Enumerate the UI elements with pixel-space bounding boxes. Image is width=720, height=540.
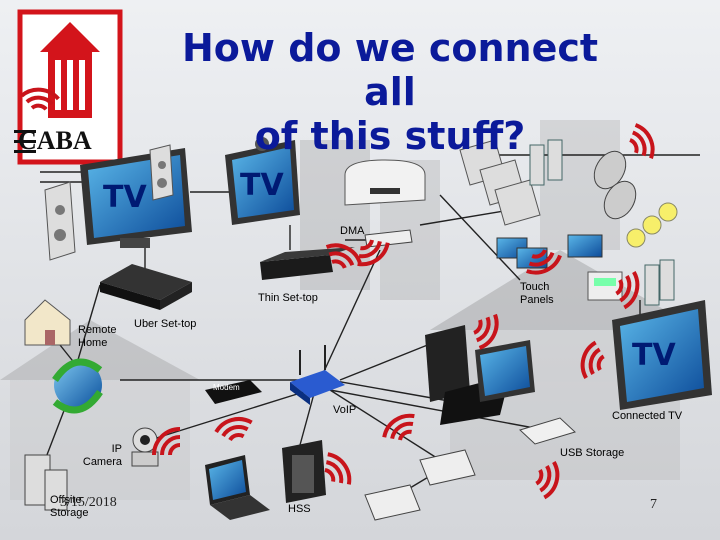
slide-date: 3/15/2018 [60, 495, 117, 510]
dma-label: DMA [340, 225, 365, 237]
thin-settop-label: Thin Set-top [258, 292, 318, 304]
thermostat-icon [587, 271, 623, 301]
speaker-left-icon [44, 181, 76, 261]
touch-panels-label: Touch Panels [520, 281, 554, 307]
slide-title: How do we connect all of this stuff? [150, 26, 630, 158]
thin-settop-icon [260, 247, 355, 280]
offsite-storage-label-line1: Offsite [50, 494, 82, 506]
remote-home-label-line2: Home [78, 337, 108, 349]
slide-number: 7 [650, 497, 657, 512]
logo-text: CABA [18, 126, 92, 155]
ip-camera-label: IP Camera [78, 443, 122, 469]
tv-top-label: TV [240, 168, 284, 203]
usb-storage-label: USB Storage [560, 447, 625, 459]
offsite-storage-icon [24, 454, 68, 511]
ip-camera-label-line1: IP [111, 443, 122, 455]
desktop-computer-icon [425, 325, 535, 425]
mobile-phones-icon [593, 150, 637, 220]
usb-storage-icon [519, 417, 576, 445]
dma-icon [364, 229, 413, 248]
touch-panels-label-line2: Panels [520, 294, 554, 306]
uber-settop-icon [100, 264, 192, 310]
phones-icon [459, 139, 541, 226]
ip-camera-icon [131, 427, 159, 467]
speaker-top-icon [149, 144, 174, 201]
stereo-icon [344, 159, 426, 206]
modem-label: Modem [213, 383, 240, 392]
tv-left-label: TV [103, 180, 147, 215]
remote-home-label: Remote Home [78, 324, 117, 350]
sensors-icon [529, 139, 675, 306]
voip-label: VoIP [333, 404, 357, 416]
remote-home-label-line1: Remote [78, 324, 117, 336]
offsite-storage-label: Offsite Storage [50, 494, 89, 520]
connected-tv-icon [612, 300, 712, 410]
title-line-1: How do we connect all [181, 26, 599, 114]
hss-label: HSS [288, 503, 311, 515]
ip-camera-label-line2: Camera [82, 456, 122, 468]
voip-router-icon [290, 345, 345, 405]
tv-right-label: TV [632, 338, 676, 373]
touch-panels-label-line1: Touch [520, 281, 550, 293]
modem-icon [205, 380, 262, 404]
tv-top-icon [225, 137, 300, 225]
hss-server-icon [282, 440, 326, 503]
title-line-2: of this stuff? [254, 114, 526, 158]
offsite-storage-label-line2: Storage [50, 507, 89, 519]
uber-settop-label: Uber Set-top [134, 318, 197, 330]
laptop-icon [205, 455, 270, 520]
connected-tv-label: Connected TV [612, 410, 683, 422]
remote-home-icon [24, 299, 71, 346]
printer-icon [364, 449, 476, 521]
lightbulbs-icon [626, 202, 678, 248]
internet-globe-icon [52, 358, 103, 414]
